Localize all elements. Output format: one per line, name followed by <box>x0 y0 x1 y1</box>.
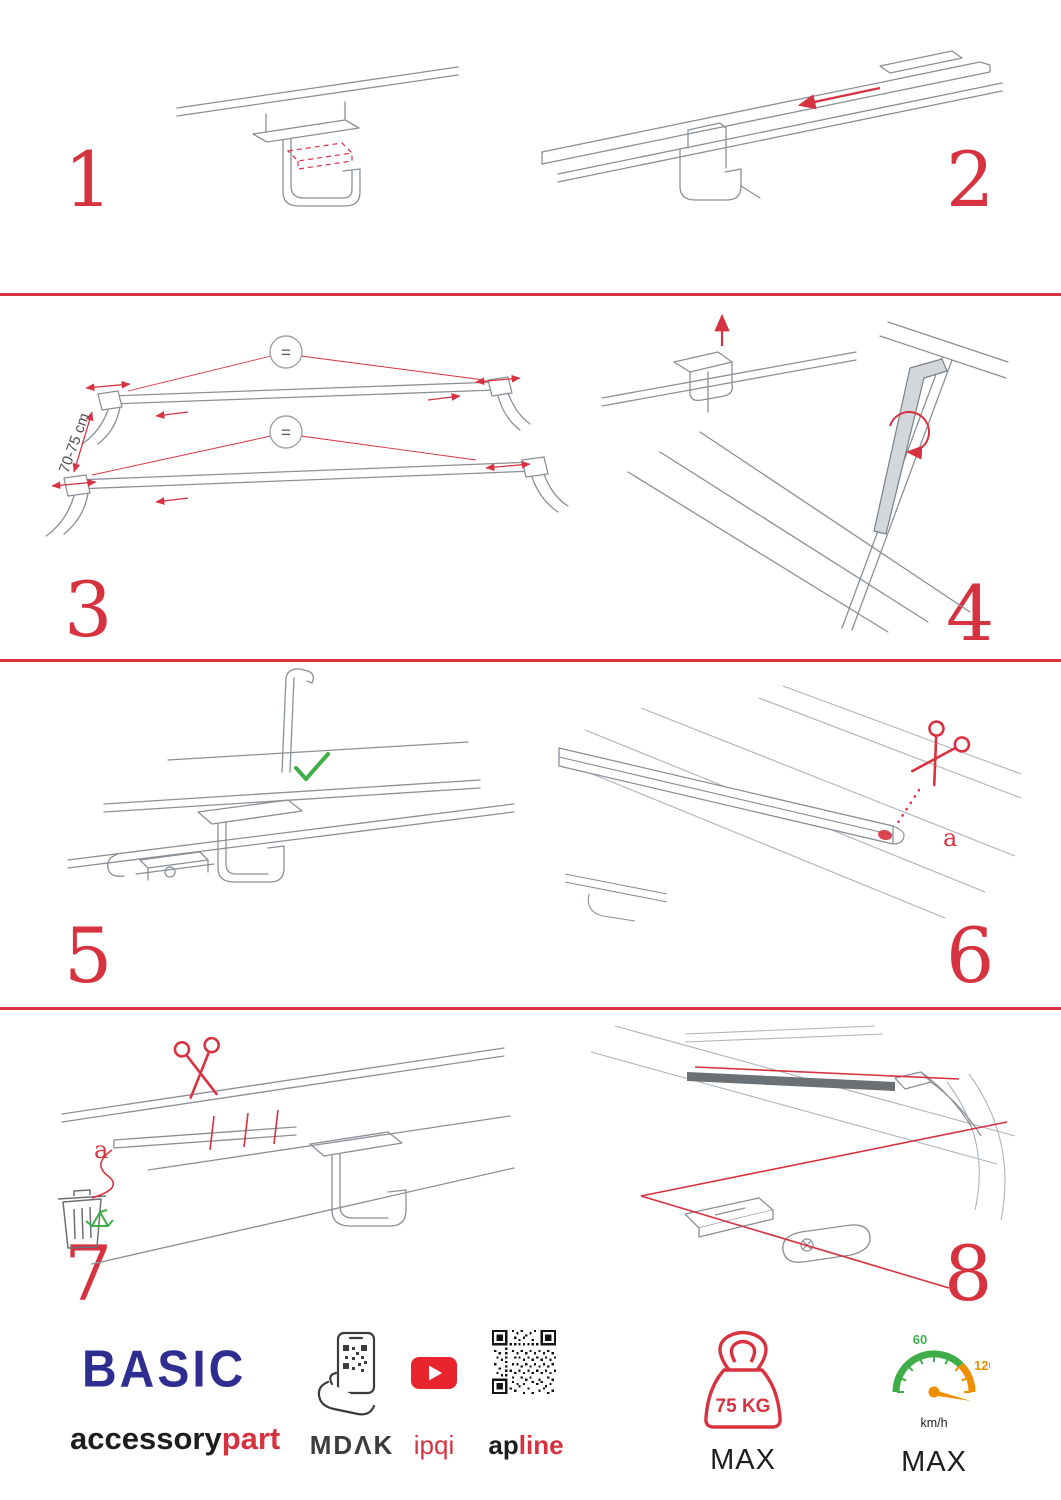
brand-part2: part <box>221 1421 281 1456</box>
weight-max-label: MAX <box>710 1444 776 1476</box>
youtube-play-icon <box>411 1357 457 1389</box>
equals-symbol-top: = <box>281 343 291 362</box>
speed-tick-end: 120 <box>974 1358 990 1373</box>
dimension-arrows <box>51 374 531 505</box>
step-7-illustration: a <box>57 1036 515 1265</box>
trash-bin-icon <box>57 1189 107 1249</box>
speed-max-label: MAX <box>901 1446 967 1478</box>
step-8-illustration <box>590 1025 1016 1289</box>
step-3-number: 3 <box>64 565 113 654</box>
step-2-illustration <box>541 50 1003 201</box>
tighten-rotation-arrow <box>889 411 931 460</box>
cut-marks <box>91 1109 279 1199</box>
speedometer-icon: 60 120 km/h <box>892 1332 990 1430</box>
step-4-illustration <box>601 313 1009 633</box>
step-4-number: 4 <box>946 569 995 658</box>
section-divider-3 <box>0 1007 1061 1010</box>
step-5-illustration <box>67 668 515 883</box>
alignment-guides <box>640 1066 1008 1289</box>
end-cap-insert <box>878 829 892 841</box>
slide-direction-arrow <box>797 86 881 110</box>
step-1-illustration <box>176 66 459 207</box>
recycle-icon <box>85 1209 114 1227</box>
scissors-icon <box>173 1036 220 1099</box>
leader-lines <box>91 355 485 476</box>
weight-limit-value: 75 KG <box>716 1396 771 1417</box>
equals-symbol-bottom: = <box>281 423 291 442</box>
speed-tick-start: 60 <box>913 1332 927 1347</box>
equal-spacing-badge-top <box>269 335 303 369</box>
check-icon <box>294 752 330 781</box>
qr-brand-name: apline <box>478 1430 574 1461</box>
qr-name-part1: ap <box>488 1430 519 1460</box>
brand-wordmark: accessorypart <box>70 1421 280 1457</box>
step-6-number: 6 <box>946 911 995 1000</box>
scissors-icon <box>910 720 971 787</box>
section-divider-2 <box>0 659 1061 662</box>
rubber-pad-highlight <box>286 142 354 170</box>
cut-dotted-line <box>895 788 921 826</box>
phone-qr-scan-icon <box>317 1331 376 1416</box>
section-divider-1 <box>0 293 1061 296</box>
qr-code-icon <box>492 1330 556 1394</box>
rubber-strip <box>687 1072 895 1091</box>
part-a-label: a <box>943 824 957 852</box>
weight-limit-icon: 75 KG <box>704 1330 782 1429</box>
allen-key-icon <box>873 358 948 535</box>
step-5-number: 5 <box>64 911 113 1000</box>
part-a-label: a <box>94 1136 108 1164</box>
step-8-number: 8 <box>944 1229 993 1318</box>
youtube-channel-name: ipqi <box>413 1430 455 1460</box>
series-logo: BASIC <box>82 1341 247 1399</box>
step-2-number: 2 <box>946 135 995 224</box>
speedometer-needle <box>931 1389 971 1401</box>
app-name: MDΛK <box>309 1430 395 1460</box>
qr-name-part2: line <box>518 1430 564 1460</box>
speed-unit: km/h <box>920 1416 947 1430</box>
step-3-illustration: = = 70-75 cm <box>45 335 569 537</box>
bar-distance-label: 70-75 cm <box>56 411 93 476</box>
step-6-illustration: a <box>558 685 1022 922</box>
brand-part1: accessory <box>70 1421 222 1456</box>
step-1-number: 1 <box>64 135 113 224</box>
equal-spacing-badge-bottom <box>269 415 303 449</box>
